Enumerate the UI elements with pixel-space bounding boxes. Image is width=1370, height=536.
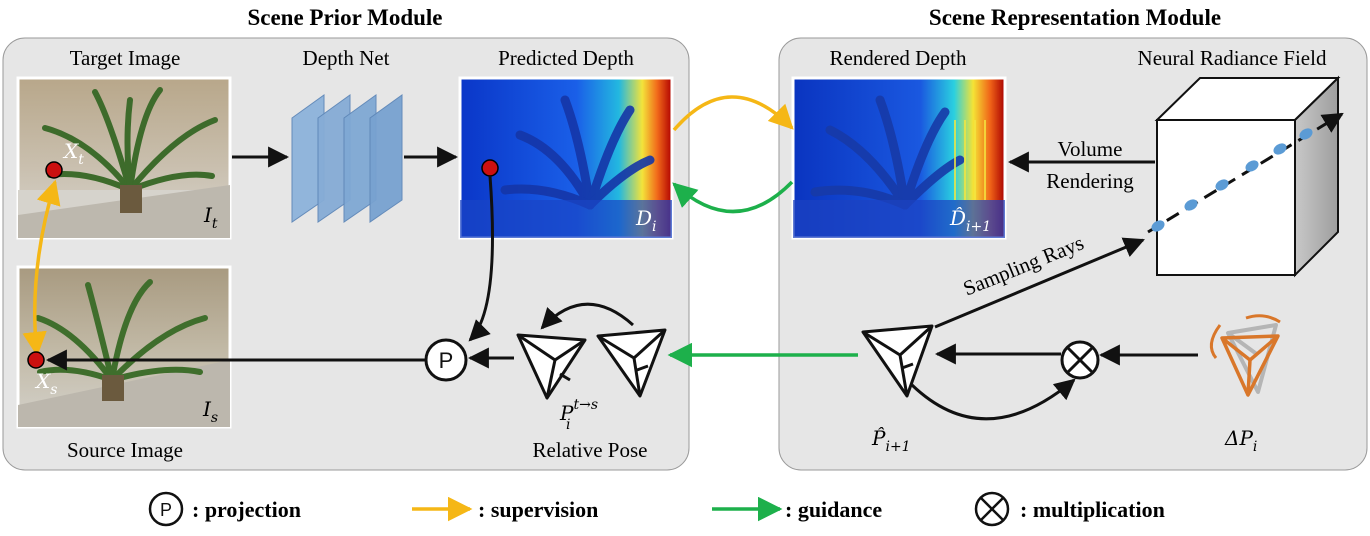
target-plant	[42, 87, 218, 193]
sample-points	[1151, 128, 1313, 232]
target-image-label: Target Image	[70, 46, 181, 70]
legend-guidance-label: : guidance	[785, 497, 882, 522]
sampling-rays-arrow	[934, 237, 1145, 329]
target-image	[16, 76, 232, 240]
camera-to-mult-arrow	[910, 378, 1076, 421]
volume-rendering-label-2: Rendering	[1046, 169, 1134, 193]
d-i-label: Di	[635, 206, 657, 235]
depth-net-label: Depth Net	[303, 46, 390, 70]
legend-projection-label: : projection	[192, 497, 301, 522]
legend-supervision-label: : supervision	[478, 497, 598, 522]
legend-multiplication-symbol	[974, 491, 1010, 527]
relative-pose-camera-2	[596, 328, 667, 398]
x-t-label: Xt	[62, 139, 84, 168]
rendered-depth-map	[791, 76, 1007, 240]
x-t-point	[45, 161, 63, 179]
d-hat-label: D̂i+1	[949, 206, 991, 235]
legend-multiplication-label: : multiplication	[1020, 497, 1165, 522]
p-hat-label: P̂i+1	[871, 426, 911, 455]
relative-pose-transform-arrow	[540, 302, 635, 330]
scene-representation-module-title: Scene Representation Module	[929, 5, 1221, 30]
source-image-label: Source Image	[67, 438, 183, 462]
depth-net-block	[291, 94, 403, 223]
x-s-label: Xs	[34, 369, 57, 398]
delta-p-label: ΔPi	[1224, 426, 1257, 455]
source-image	[16, 265, 232, 429]
legend: P : projection : supervision : guidance …	[148, 491, 1165, 527]
multiplication-node	[1060, 340, 1100, 380]
x-s-point	[27, 351, 45, 369]
depth-point	[481, 159, 499, 177]
svg-text:P: P	[439, 348, 454, 373]
updated-camera-icon	[861, 324, 934, 398]
predicted-depth-label: Predicted Depth	[498, 46, 634, 70]
depth-to-projection-arrow	[468, 175, 494, 342]
svg-text:P: P	[160, 500, 172, 520]
i-s-label: Is	[202, 397, 218, 426]
predicted-depth-map	[458, 76, 674, 240]
depth-guidance-arrow	[672, 180, 794, 214]
relative-pose-label: Relative Pose	[533, 438, 648, 462]
delta-pose-icon	[1209, 314, 1281, 397]
scene-prior-module-title: Scene Prior Module	[247, 5, 442, 30]
i-t-label: It	[203, 203, 218, 232]
projection-node: P	[424, 338, 468, 382]
correspondence-arrow	[22, 179, 61, 357]
supervision-arrow	[672, 95, 794, 132]
legend-projection-symbol: P	[148, 491, 184, 527]
nerf-cube	[1154, 75, 1341, 278]
relative-pose-camera-1	[516, 333, 587, 400]
volume-rendering-label-1: Volume	[1058, 137, 1123, 161]
rendered-depth-label: Rendered Depth	[829, 46, 967, 70]
nerf-label: Neural Radiance Field	[1138, 46, 1327, 70]
